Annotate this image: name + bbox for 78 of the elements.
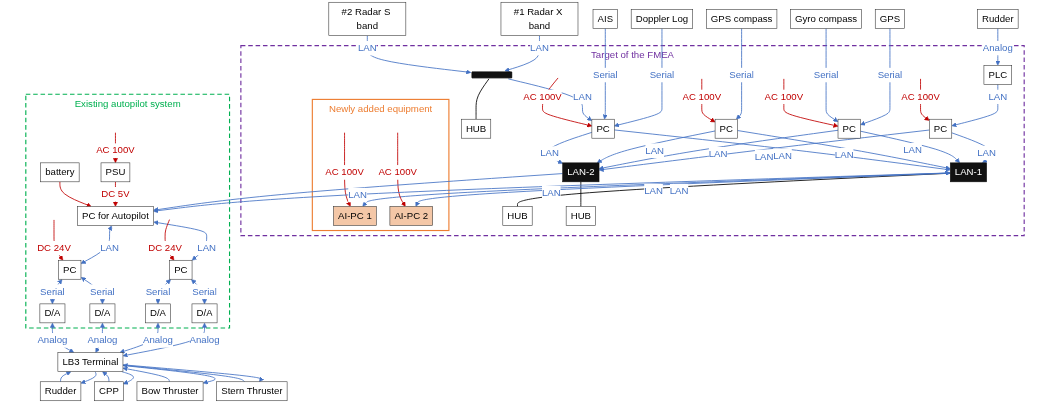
edge-label: LAN [645,145,665,156]
edge-label: LAN [541,187,561,199]
edge-label: Serial [40,286,65,297]
edge-label: AC 100V [523,91,562,102]
node-box: PC [58,259,82,280]
node-box: Rudder [39,381,82,401]
edge-label: AC 100V [764,91,804,102]
node-box: PSU [100,162,131,183]
node-box: #2 Radar S band [328,2,407,36]
edge-label: LAN [754,151,774,162]
edge-label: Analog [37,334,68,346]
edge-label: Serial [145,286,171,297]
edge-label: LAN [977,147,996,158]
edge-label: LAN [100,242,119,254]
edge-label: AC 100V [378,166,417,178]
edge-label: LAN [573,91,592,102]
edge-label: LAN [669,185,689,197]
edge-label: LAN [530,42,549,54]
edge-label: Analog [982,42,1013,54]
node-box: PC [169,259,193,280]
node-box: LAN-1 [950,162,987,183]
edge-label: DC 5V [101,188,130,200]
edge-label: LAN [834,149,854,161]
node-box: PC [929,118,953,139]
node-box: Stern Thruster [216,381,288,401]
edge-label: AC 100V [96,145,135,156]
edge-label: Analog [87,334,118,346]
node-box: HUB [461,118,492,139]
node-box: GPS compass [706,9,778,29]
node-box: LB3 Terminal [57,352,124,372]
node-box: battery [40,162,80,183]
node-box: PC [837,118,861,139]
edge-label: AC 100V [682,91,722,102]
edge-label: LAN [540,147,559,159]
node-box: PC [714,118,738,139]
edge-label: Serial [649,69,675,81]
node-box: PLC [983,65,1012,85]
node-box: Doppler Log [630,9,693,29]
node-box: D/A [89,303,116,324]
node-box: PC for Autopilot [77,206,154,226]
edge-label: Analog [189,334,220,346]
edge-label: AC 100V [325,166,364,178]
edge-label: LAN [644,185,663,197]
edge-label: LAN [903,144,922,156]
node-box: D/A [39,303,66,324]
node-box: Rudder [977,9,1019,29]
edge-label: LAN [708,148,728,160]
node-box: #1 Radar X band [500,2,579,36]
edge-label: LAN [197,242,217,254]
node-box: LAN-2 [562,162,600,183]
node-box: Bow Thruster [136,381,204,401]
node-box: Gyro compass [790,9,862,29]
node-box: CPP [94,381,124,401]
edge-label: DC 24V [37,242,71,254]
node-box: HUB [565,206,596,226]
edge-label: LAN [988,91,1008,102]
edge-label: Analog [142,334,173,346]
edge-label: LAN [348,189,367,201]
edge-label: Serial [729,69,754,81]
node-box: D/A [191,303,218,324]
edge-label: Serial [592,69,618,81]
node-box: AI-PC 1 [333,206,377,226]
edge-label: Serial [877,69,903,81]
edge-label: Serial [192,286,217,297]
edge-label: Serial [813,69,839,81]
connector [580,181,582,207]
node-box: PC [591,118,615,139]
connector [475,78,490,120]
node-box: GPS [874,9,905,29]
edge-label: DC 24V [148,242,182,254]
node-box: AI-PC 2 [389,206,433,226]
edge-label: Serial [90,286,115,297]
node-box: HUB [502,206,533,226]
edge-label: AC 100V [901,91,940,102]
edge-label: LAN [357,42,377,54]
edge-label: LAN [773,150,792,161]
node-box: D/A [145,303,171,324]
node-box: AIS [592,9,618,29]
